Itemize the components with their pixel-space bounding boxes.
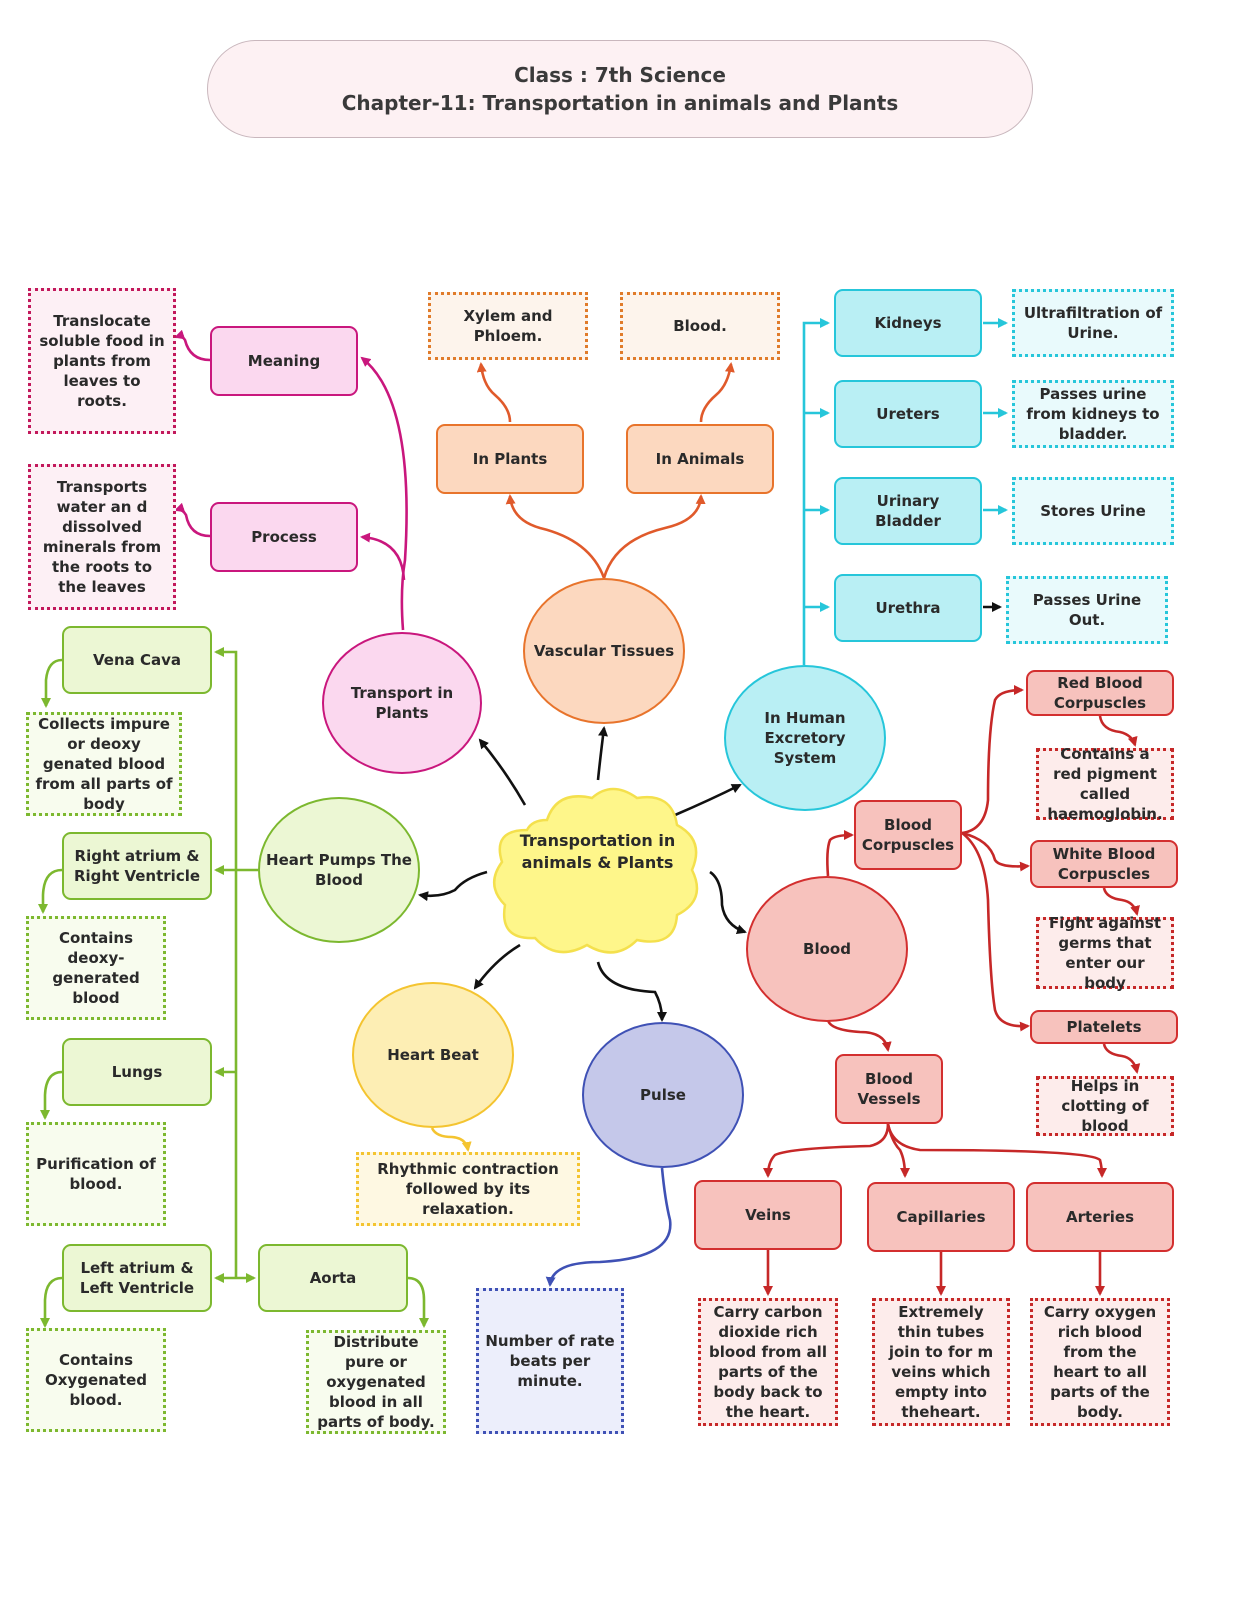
chapter-title-banner: Class : 7th Science Chapter-11: Transpor… [207, 40, 1033, 138]
wbc-node: White Blood Corpuscles [1030, 840, 1178, 888]
process-note: Transports water an d dissolved minerals… [28, 464, 176, 610]
meaning-node: Meaning [210, 326, 358, 396]
platelets-node: Platelets [1030, 1010, 1178, 1044]
kidneys-note: Ultrafiltration of Urine. [1012, 289, 1174, 357]
blood-node: Blood [746, 876, 908, 1022]
urinary-bladder-note: Stores Urine [1012, 477, 1174, 545]
process-node: Process [210, 502, 358, 572]
chapter-title: Chapter-11: Transportation in animals an… [341, 91, 899, 115]
rbc-node: Red Blood Corpuscles [1026, 670, 1174, 716]
blood-vessels-node: Blood Vessels [835, 1054, 943, 1124]
blood-corpuscles-node: Blood Corpuscles [854, 800, 962, 870]
capillaries-node: Capillaries [867, 1182, 1015, 1252]
aorta-note: Distribute pure or oxygenated blood in a… [306, 1330, 446, 1434]
vena-cava-node: Vena Cava [62, 626, 212, 694]
rbc-note: Contains a red pigment called haemoglobi… [1036, 745, 1174, 823]
left-heart-note: Contains Oxygenated blood. [26, 1328, 166, 1432]
blood-note: Blood. [620, 292, 780, 360]
pulse-note: Number of rate beats per minute. [476, 1288, 624, 1434]
class-title: Class : 7th Science [514, 63, 726, 87]
heart-beat-node: Heart Beat [352, 982, 514, 1128]
urethra-note: Passes Urine Out. [1006, 576, 1168, 644]
center-cloud-shape [493, 787, 699, 954]
heart-pumps-node: Heart Pumps The Blood [258, 797, 420, 943]
lungs-node: Lungs [62, 1038, 212, 1106]
excretory-system-node: In Human Excretory System [724, 665, 886, 811]
pulse-node: Pulse [582, 1022, 744, 1168]
in-plants-node: In Plants [436, 424, 584, 494]
urethra-node: Urethra [834, 574, 982, 642]
right-heart-node: Right atrium & Right Ventricle [62, 832, 212, 900]
wbc-note: Fight against germs that enter our body [1036, 914, 1174, 992]
arteries-node: Arteries [1026, 1182, 1174, 1252]
meaning-note: Translocate soluble food in plants from … [28, 288, 176, 434]
transport-in-plants-node: Transport in Plants [322, 632, 482, 774]
veins-note: Carry carbon dioxide rich blood from all… [698, 1298, 838, 1426]
kidneys-node: Kidneys [834, 289, 982, 357]
arteries-note: Carry oxygen rich blood from the heart t… [1030, 1298, 1170, 1426]
ureters-node: Ureters [834, 380, 982, 448]
platelets-note: Helps in clotting of blood [1036, 1076, 1174, 1136]
xylem-phloem-note: Xylem and Phloem. [428, 292, 588, 360]
aorta-node: Aorta [258, 1244, 408, 1312]
vena-cava-note: Collects impure or deoxy genated blood f… [26, 712, 182, 816]
center-topic: Transportation in animals & Plants [519, 831, 676, 872]
ureters-note: Passes urine from kidneys to bladder. [1012, 380, 1174, 448]
heart-beat-note: Rhythmic contraction followed by its rel… [356, 1152, 580, 1226]
lungs-note: Purification of blood. [26, 1122, 166, 1226]
urinary-bladder-node: Urinary Bladder [834, 477, 982, 545]
in-animals-node: In Animals [626, 424, 774, 494]
right-heart-note: Contains deoxy-generated blood [26, 916, 166, 1020]
vascular-tissues-node: Vascular Tissues [523, 578, 685, 724]
capillaries-note: Extremely thin tubes join to for m veins… [872, 1298, 1010, 1426]
veins-node: Veins [694, 1180, 842, 1250]
left-heart-node: Left atrium & Left Ventricle [62, 1244, 212, 1312]
